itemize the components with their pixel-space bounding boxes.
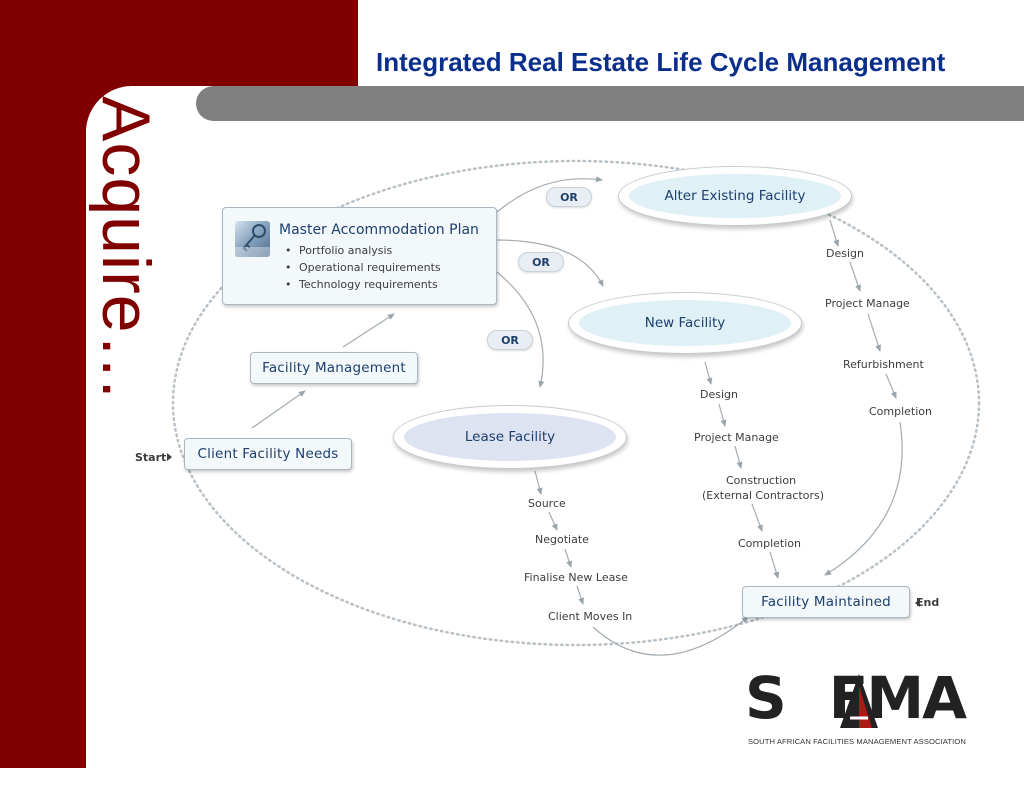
or-badge-new: OR <box>518 252 564 272</box>
new-facility-node: New Facility <box>568 292 802 354</box>
arrow-master-to-new <box>496 239 604 287</box>
alter-step-project-manage: Project Manage <box>825 297 910 310</box>
lease-step-client-moves-in: Client Moves In <box>548 610 633 623</box>
client-facility-needs-label: Client Facility Needs <box>197 446 339 462</box>
new-step-completion: Completion <box>738 537 802 550</box>
title-underline-bar <box>196 86 1024 121</box>
slide-title: Integrated Real Estate Life Cycle Manage… <box>376 47 946 77</box>
or-badge-lease: OR <box>487 330 533 350</box>
end-arrow-icon <box>915 599 920 607</box>
arrow-lease-to-source <box>534 470 543 495</box>
arrow-new-completion-to-maintained <box>769 551 780 579</box>
lease-facility-node: Lease Facility <box>393 405 627 469</box>
master-accommodation-plan-box: Master Accommodation Plan Portfolio anal… <box>222 207 497 305</box>
arrow-new-to-design <box>704 361 713 385</box>
arrow-alter-refurb-to-completion <box>885 373 897 399</box>
new-facility-label: New Facility <box>579 300 791 346</box>
facility-maintained-box: Facility Maintained <box>742 586 910 618</box>
alter-existing-facility-label: Alter Existing Facility <box>629 174 841 218</box>
arrow-new-pm-to-construction <box>734 445 743 469</box>
content-panel <box>86 86 416 786</box>
arrow-client-to-fm <box>251 390 306 429</box>
arrow-lease-finalise-to-moves-in <box>576 585 584 605</box>
master-plan-title: Master Accommodation Plan <box>279 222 479 238</box>
arrow-new-design-to-pm <box>718 403 727 427</box>
start-arrow-icon <box>167 453 172 461</box>
facility-management-label: Facility Management <box>262 360 406 376</box>
bullet-operational-requirements: Operational requirements <box>285 259 441 276</box>
bullet-portfolio-analysis: Portfolio analysis <box>285 242 441 259</box>
alter-step-refurbishment: Refurbishment <box>843 358 924 371</box>
keys-photo-icon <box>235 221 270 257</box>
new-step-project-manage: Project Manage <box>694 431 779 444</box>
arrow-alter-design-to-pm <box>849 261 861 292</box>
arrow-lease-source-to-negotiate <box>548 511 558 531</box>
client-facility-needs-box: Client Facility Needs <box>184 438 352 470</box>
alter-step-design: Design <box>826 247 864 260</box>
or-badge-alter: OR <box>546 187 592 207</box>
alter-step-completion: Completion <box>869 405 933 418</box>
arrow-new-construction-to-completion <box>751 503 763 532</box>
arrow-alter-to-design <box>829 219 840 247</box>
new-step-construction: Construction <box>726 474 797 487</box>
bullet-technology-requirements: Technology requirements <box>285 276 441 293</box>
alter-existing-facility-node: Alter Existing Facility <box>618 166 852 226</box>
lease-step-negotiate: Negotiate <box>535 533 589 546</box>
start-label: Start <box>135 451 167 464</box>
facility-management-box: Facility Management <box>250 352 418 384</box>
safma-logo-subtitle: SOUTH AFRICAN FACILITIES MANAGEMENT ASSO… <box>748 737 966 746</box>
new-step-external-contractors: (External Contractors) <box>702 489 825 502</box>
arrow-master-to-alter <box>496 176 603 213</box>
lifecycle-dotted-loop <box>171 159 981 647</box>
arrow-alter-pm-to-refurb <box>867 313 882 352</box>
arrow-moves-in-to-maintained <box>592 616 749 656</box>
flow-arrows <box>251 176 903 656</box>
end-label: End <box>916 596 940 609</box>
lease-step-source: Source <box>528 497 566 510</box>
lease-step-finalise-new-lease: Finalise New Lease <box>524 571 628 584</box>
safma-logo-a-mark <box>840 674 878 728</box>
arrow-master-to-lease <box>496 271 545 388</box>
side-word: Acquire… <box>88 96 164 403</box>
arrow-fm-to-master <box>342 313 395 348</box>
facility-maintained-label: Facility Maintained <box>761 594 891 610</box>
master-plan-bullets: Portfolio analysis Operational requireme… <box>285 242 441 293</box>
lease-facility-label: Lease Facility <box>404 413 616 461</box>
new-step-design: Design <box>700 388 738 401</box>
lifecycle-diagram <box>167 159 981 656</box>
arrow-lease-negotiate-to-finalise <box>564 548 572 568</box>
arrow-alter-completion-to-maintained <box>824 421 903 576</box>
